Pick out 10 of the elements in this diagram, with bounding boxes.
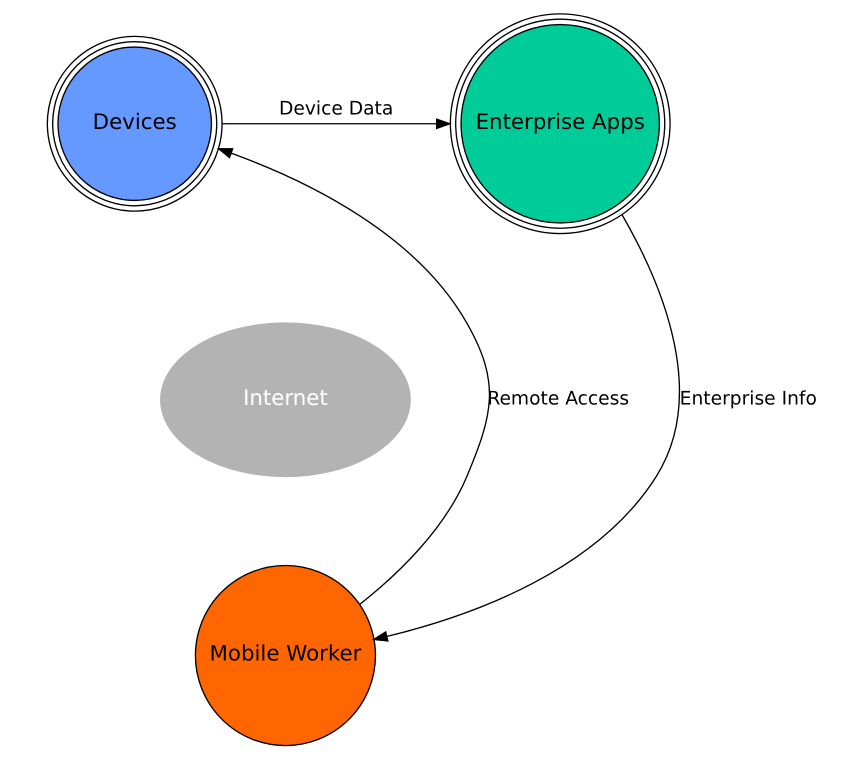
edge-label: Remote Access: [486, 388, 629, 410]
arrow: [371, 214, 680, 642]
node-circle: Mobile Worker: [194, 564, 376, 746]
edge-label: Device Data: [278, 98, 393, 120]
edge-label: Enterprise Info: [679, 388, 816, 410]
arrow: [222, 118, 452, 130]
node-ellipse: Internet: [160, 322, 410, 478]
node-circle: Devices: [46, 36, 222, 212]
node-circle: Enterprise Apps: [449, 13, 670, 234]
arrow: [216, 148, 490, 605]
